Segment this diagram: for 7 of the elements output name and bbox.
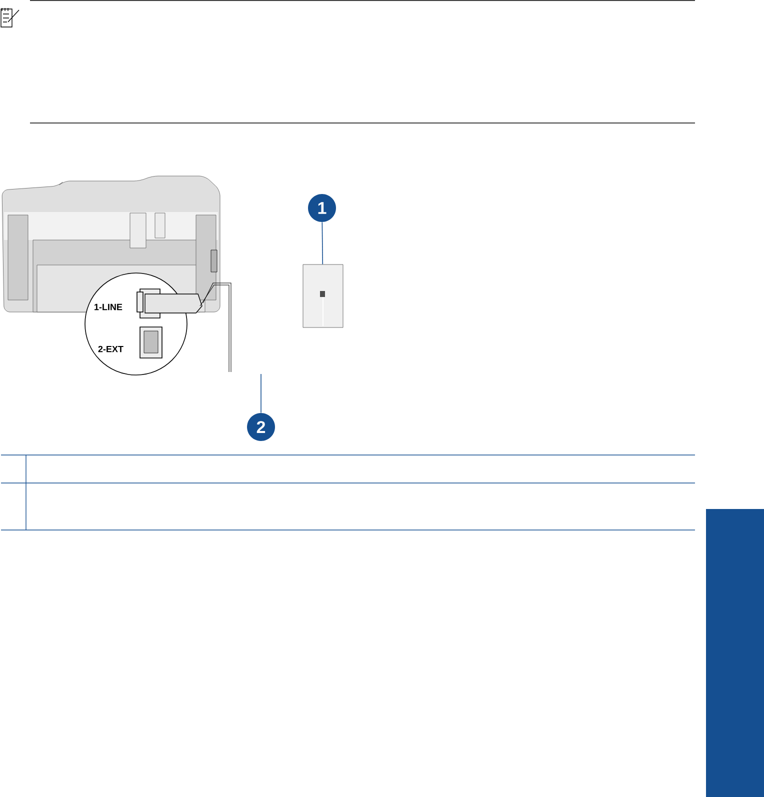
callout-number: 2 [247, 413, 275, 441]
wall-jack [302, 264, 344, 328]
label: 1-LINE [94, 304, 122, 310]
leader-line [322, 222, 324, 265]
leader-line [260, 374, 262, 414]
callout-number: 1 [308, 194, 336, 222]
label: 2-EXT [98, 346, 124, 352]
